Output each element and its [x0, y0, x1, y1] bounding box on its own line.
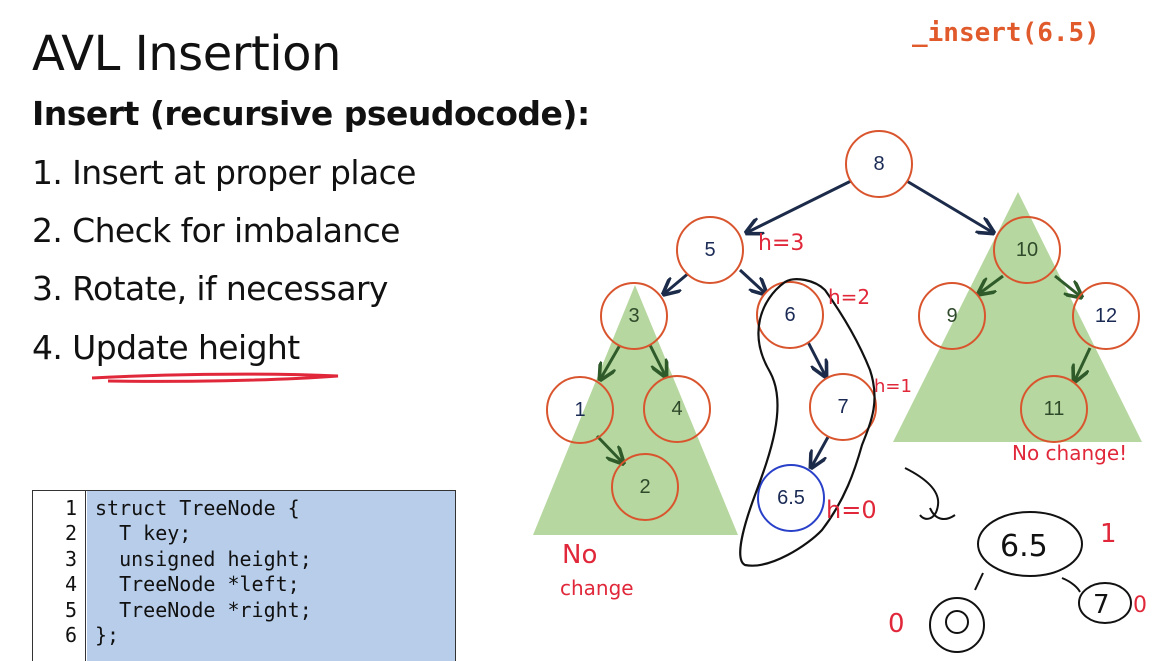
node-2: [611, 453, 679, 521]
code-line: TreeNode *left;: [95, 572, 300, 596]
node-7: [809, 373, 877, 441]
sketch-node-circle: [1078, 582, 1132, 624]
edge-1-2: [595, 434, 622, 462]
code-body: struct TreeNode { T key; unsigned height…: [87, 491, 455, 661]
node-label: 7: [837, 396, 848, 418]
edge-10-9: [980, 274, 1004, 293]
node-label: 2: [639, 476, 650, 498]
edge-5-3: [665, 270, 691, 293]
pseudocode-heading: Insert (recursive pseudocode):: [32, 94, 590, 133]
sketch-edge: [974, 572, 984, 591]
node-12: [1072, 282, 1140, 350]
node-label: 6.5: [777, 487, 805, 509]
line-number: 2: [64, 521, 77, 545]
edge-3-1: [601, 344, 622, 378]
node-label: 6: [784, 304, 795, 326]
sketch-height: 1: [1100, 519, 1117, 549]
step-update-height: 4. Update height: [32, 328, 300, 367]
no-change-annotation: No change!: [1012, 441, 1127, 465]
edge-10-12: [1054, 274, 1080, 296]
edge-3-4: [648, 344, 665, 375]
node-label: 1: [574, 399, 585, 421]
no-change-annotation: change: [560, 576, 634, 600]
sketch-stroke: [904, 467, 940, 520]
node-4: [643, 375, 711, 443]
code-line: struct TreeNode {: [95, 496, 300, 520]
line-number: 4: [64, 572, 77, 596]
edge-7-65: [812, 436, 830, 466]
recursion-path-enclosure: [739, 278, 876, 567]
node-1: [546, 376, 614, 444]
node-5: [676, 216, 744, 284]
right-subtree-triangle: [893, 192, 1142, 442]
edge-8-5: [748, 178, 854, 232]
edge-12-11: [1075, 347, 1092, 380]
node-6-5-new: [757, 464, 825, 532]
node-9: [918, 282, 986, 350]
node-11: [1020, 375, 1088, 443]
sketch-node-label: 6.5: [1000, 529, 1048, 564]
node-label: 5: [704, 239, 715, 261]
line-number-gutter: 1 2 3 4 5 6: [33, 491, 86, 661]
sketch-node-circle: [929, 597, 985, 653]
node-label: 10: [1016, 239, 1038, 261]
line-number: 3: [64, 547, 77, 571]
underline-stroke: [91, 372, 339, 383]
step-insert: 1. Insert at proper place: [32, 153, 416, 192]
line-number: 6: [64, 623, 77, 647]
node-6: [756, 281, 824, 349]
code-line: TreeNode *right;: [95, 598, 312, 622]
sketch-height: 0: [888, 609, 905, 639]
node-label: 4: [671, 398, 682, 420]
sketch-edge: [1061, 577, 1081, 593]
node-8: [845, 130, 913, 198]
edge-6-7: [806, 341, 825, 375]
node-label: 9: [946, 305, 957, 327]
height-annotation: h=2: [828, 285, 870, 309]
line-number: 1: [64, 496, 77, 520]
code-line: unsigned height;: [95, 547, 312, 571]
node-label: 3: [628, 305, 639, 327]
code-listing: 1 2 3 4 5 6 struct TreeNode { T key; uns…: [32, 490, 456, 661]
node-label: 8: [873, 153, 884, 175]
sketch-height: 0: [1133, 593, 1147, 618]
height-annotation: h=1: [874, 376, 912, 397]
slide-title: AVL Insertion: [32, 26, 341, 82]
height-annotation: h=3: [758, 231, 804, 256]
node-label: 11: [1044, 398, 1065, 420]
sketch-node-circle: [977, 511, 1083, 577]
height-annotation: h=0: [826, 496, 877, 524]
node-label: 12: [1095, 305, 1117, 327]
sketch-stroke: [929, 507, 956, 521]
left-subtree-triangle: [533, 285, 738, 535]
line-number: 5: [64, 598, 77, 622]
edge-5-6: [738, 268, 765, 293]
code-line: };: [95, 623, 120, 647]
function-call-label: _insert(6.5): [912, 18, 1100, 48]
edge-8-10: [904, 178, 992, 232]
node-3: [600, 282, 668, 350]
step-rotate: 3. Rotate, if necessary: [32, 269, 388, 308]
sketch-node-circle: [945, 610, 969, 634]
no-change-annotation: No: [562, 540, 597, 570]
step-check-imbalance: 2. Check for imbalance: [32, 211, 400, 250]
sketch-node-label: 7: [1093, 590, 1110, 620]
code-line: T key;: [95, 521, 192, 545]
node-10: [993, 216, 1061, 284]
